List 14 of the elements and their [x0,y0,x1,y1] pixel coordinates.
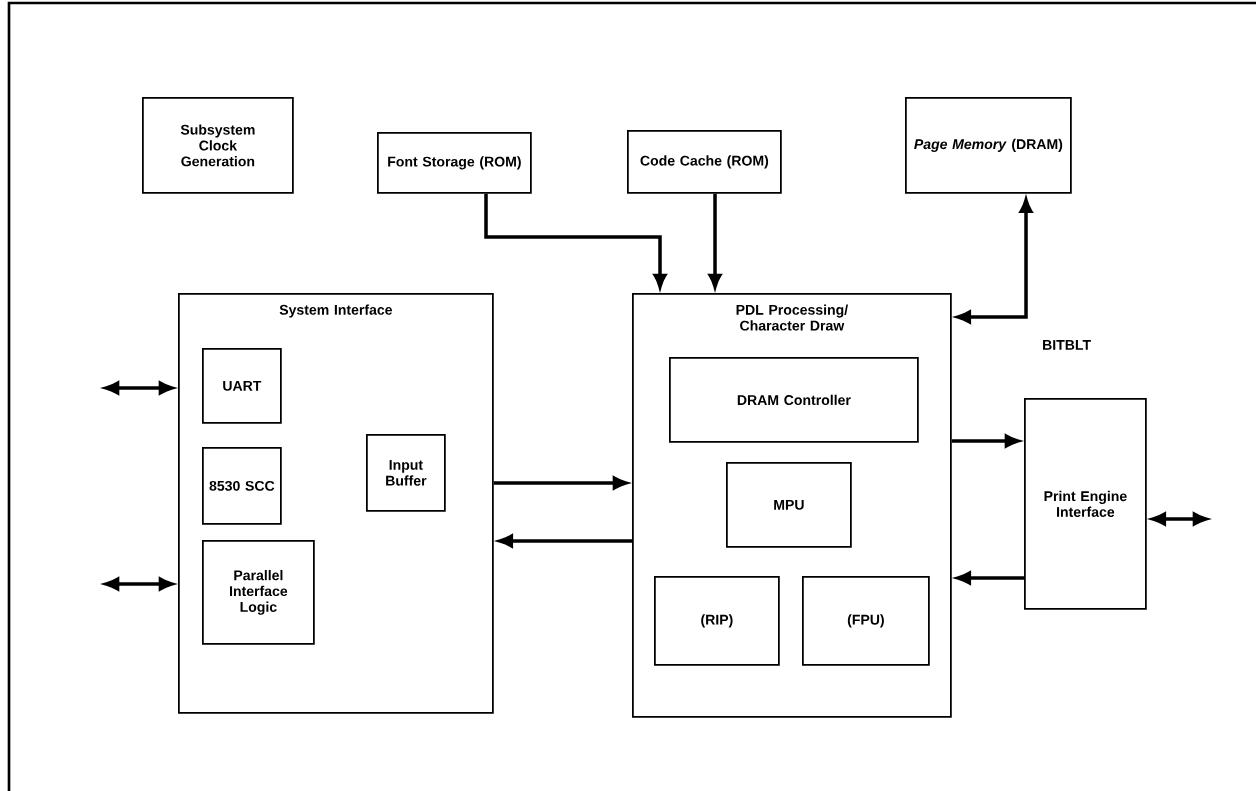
component-box: Font Storage (ROM) [377,132,532,194]
component-box: Page Memory (DRAM) [905,97,1072,194]
component-box: Code Cache (ROM) [627,130,782,194]
component-box: MPU [726,462,852,548]
component-box: (FPU) [802,576,930,666]
component-box: (RIP) [654,576,780,666]
component-box: Print Engine Interface [1024,398,1147,610]
component-box: Parallel Interface Logic [202,540,315,645]
edge-label: BITBLT [1040,338,1093,352]
component-box: DRAM Controller [669,357,919,443]
component-box: Input Buffer [366,434,446,512]
component-box: Subsystem Clock Generation [142,97,294,194]
component-box: UART [202,348,282,424]
component-box: 8530 SCC [202,447,282,525]
